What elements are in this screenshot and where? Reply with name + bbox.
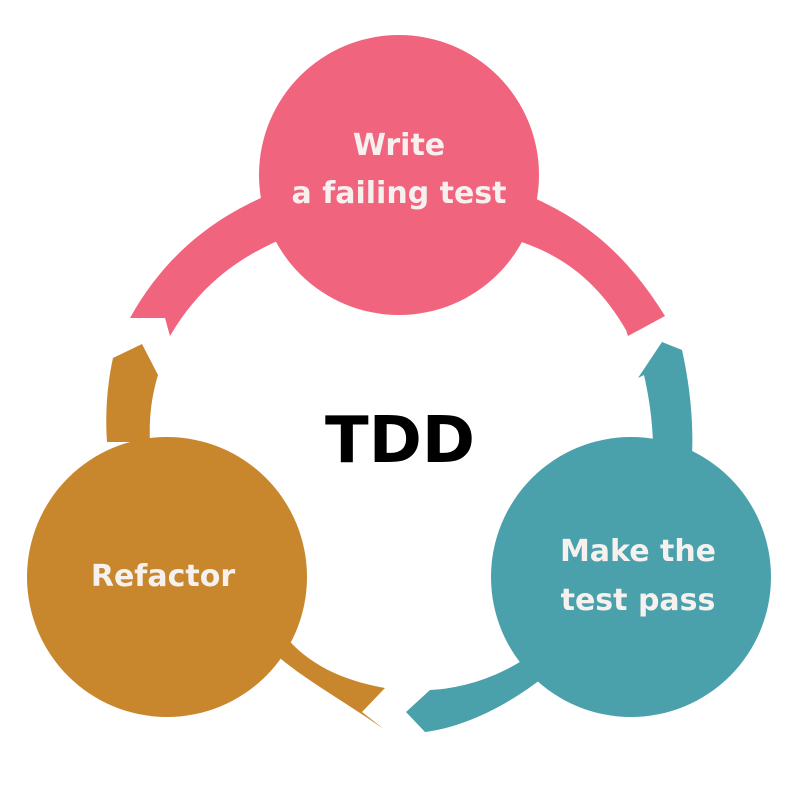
arc-write-left bbox=[130, 190, 292, 336]
label-refactor: Refactor bbox=[91, 559, 235, 594]
arrow-pass-vertical bbox=[638, 342, 693, 478]
arrow-pass-to-refactor bbox=[406, 648, 545, 732]
label-write-line1: Write bbox=[353, 128, 445, 163]
label-write-line2: a failing test bbox=[292, 176, 507, 211]
center-title: TDD bbox=[325, 404, 475, 478]
node-refactor: Refactor bbox=[27, 344, 385, 730]
arrow-write-to-pass bbox=[515, 192, 665, 336]
node-write-failing-test: Write a failing test bbox=[130, 35, 665, 336]
circle-pass bbox=[491, 437, 771, 717]
label-pass-line1: Make the bbox=[560, 534, 716, 569]
arrow-refactor-vertical bbox=[106, 344, 158, 442]
circle-refactor bbox=[27, 437, 307, 717]
label-pass-line2: test pass bbox=[561, 583, 716, 618]
node-make-test-pass: Make the test pass bbox=[406, 342, 771, 732]
circle-write bbox=[259, 35, 539, 315]
arrow-refactor-to-write bbox=[265, 630, 385, 730]
